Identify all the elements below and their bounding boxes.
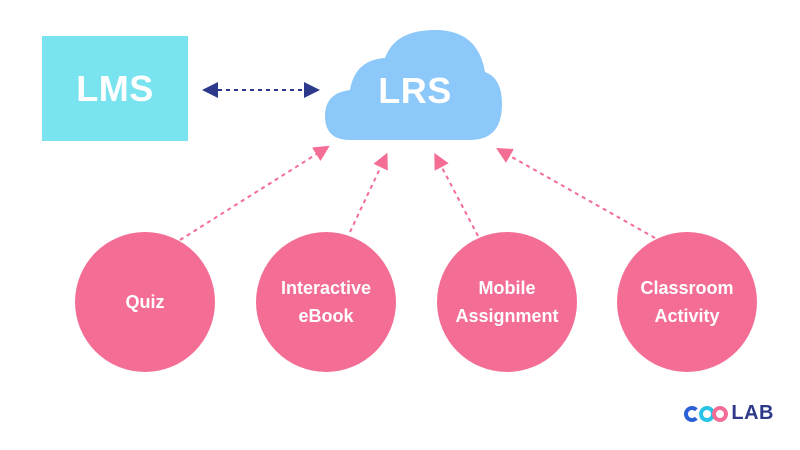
source-node-classroom-activity: Classroom Activity — [617, 232, 757, 372]
source-node-label: Interactive eBook — [280, 278, 372, 326]
ebook-to-lrs-arrow — [349, 152, 388, 233]
lms-label: LMS — [76, 67, 154, 109]
source-node-label: Classroom Activity — [640, 278, 734, 326]
source-node-mobile-assignment: Mobile Assignment — [437, 232, 577, 372]
coolab-logo: LAB — [684, 402, 774, 425]
source-node-label: Mobile Assignment — [455, 278, 559, 326]
classroom-to-lrs-arrow — [496, 148, 656, 239]
coolab-logo-icon — [684, 405, 701, 422]
lrs-cloud — [325, 30, 502, 140]
lrs-label: LRS — [378, 70, 452, 111]
lms-box: LMS — [42, 36, 188, 141]
quiz-to-lrs-arrow — [179, 145, 330, 241]
source-node-interactive-ebook: Interactive eBook — [256, 232, 396, 372]
logo-ring-icon — [712, 405, 729, 422]
mobile-to-lrs-arrow — [434, 152, 479, 237]
logo-text: LAB — [731, 402, 774, 424]
source-node-label: Quiz — [125, 292, 165, 312]
source-node-quiz: Quiz — [75, 232, 215, 372]
